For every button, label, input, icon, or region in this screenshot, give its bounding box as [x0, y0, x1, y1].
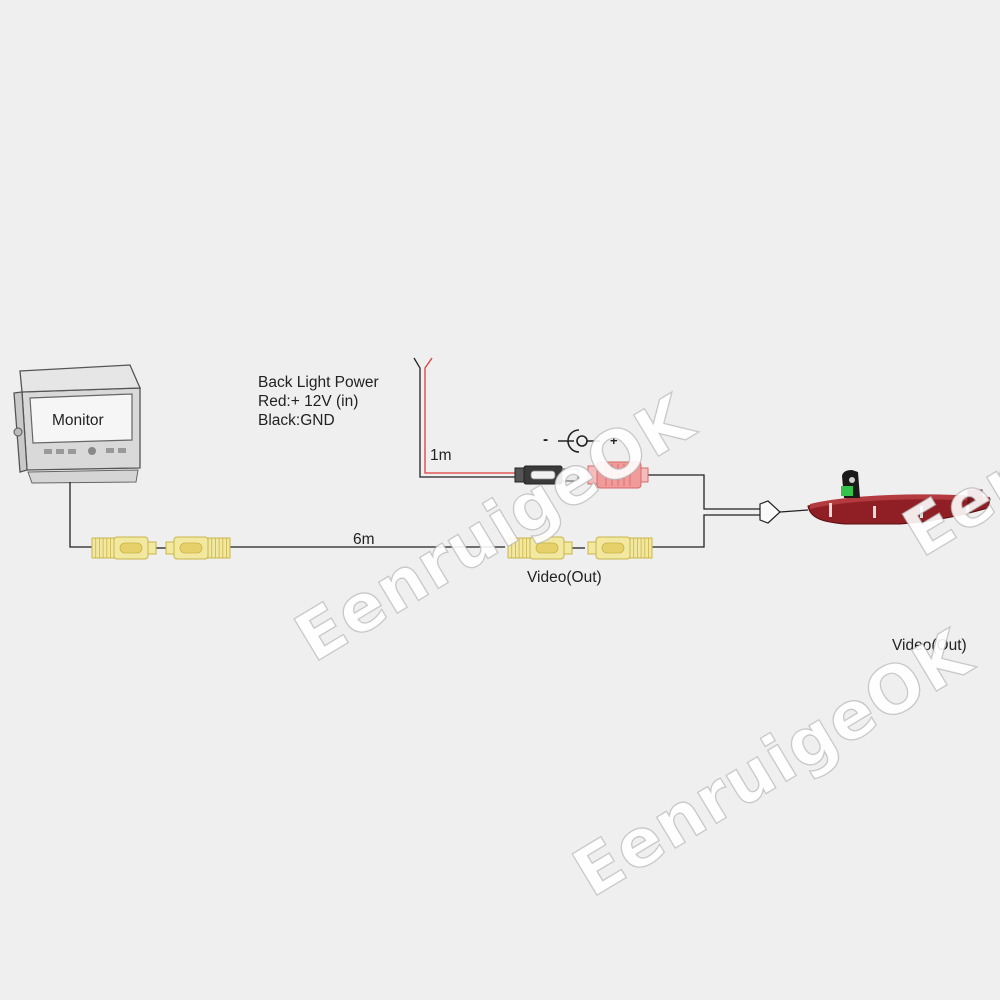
polarity-plus-label: +	[610, 433, 618, 448]
video-out-camera-label: Video(Out)	[892, 637, 967, 654]
monitor-icon	[13, 364, 141, 484]
dc-power-socket-icon	[587, 461, 649, 489]
power-black-label: Black:GND	[258, 412, 335, 429]
power-cable-length-label: 1m	[430, 447, 452, 464]
monitor-label: Monitor	[52, 412, 104, 429]
video-cable-length-label: 6m	[353, 531, 375, 548]
monitor-video-wire	[69, 482, 92, 548]
dc-power-plug-icon	[514, 465, 579, 485]
brake-light-camera-icon	[807, 470, 991, 525]
power-jack-wire	[648, 474, 760, 510]
camera-cable-junction	[759, 500, 781, 524]
power-red-label: Red:+ 12V (in)	[258, 393, 359, 410]
video-out-wire	[652, 514, 760, 548]
polarity-minus-label: -	[543, 431, 549, 448]
camera-cable	[779, 509, 809, 513]
power-cable-1m	[413, 357, 515, 478]
video-out-cable-label: Video(Out)	[527, 569, 602, 586]
power-title-label: Back Light Power	[258, 374, 379, 391]
dc-jack-symbol-icon	[558, 429, 600, 453]
